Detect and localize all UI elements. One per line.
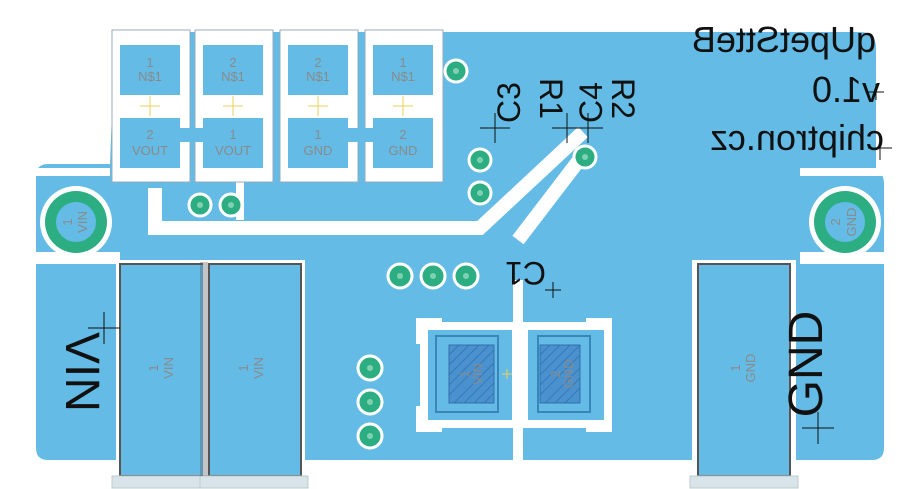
smd-right-net: GND — [561, 360, 576, 389]
smd-capacitor-c1: 1 VIN 2 GND — [416, 318, 612, 432]
pad-top-4-net: N$1 — [391, 69, 415, 84]
hole-left-pin: 1 — [60, 218, 75, 225]
big-pad-gnd-net: GND — [743, 354, 758, 383]
pad-bottom-2-pin: 1 — [229, 127, 236, 142]
pad-top-3-pin: 2 — [314, 55, 321, 70]
through-hole-right: 2 GND — [809, 186, 881, 258]
origin-markers — [88, 84, 892, 444]
pad-top-2 — [203, 45, 263, 95]
hole-right-net: GND — [844, 208, 859, 237]
pad-bottom-2 — [203, 118, 263, 168]
designators: C3 R1 C4 R2 C1 — [491, 78, 641, 291]
hole-right-pin: 2 — [828, 218, 843, 225]
big-pad-vin-a: 1 VIN — [111, 260, 217, 489]
big-pad-vin-a-pin: 1 — [146, 364, 161, 371]
pad-bottom-3-pin: 1 — [314, 127, 321, 142]
big-pad-gnd: 1 GND — [689, 260, 799, 489]
pad-bottom-3 — [288, 118, 348, 168]
pad-bottom-4 — [373, 118, 433, 168]
pad-bottom-4-net: GND — [389, 143, 418, 158]
pad-top-1-net: N$1 — [138, 69, 162, 84]
edge-label-gnd: GND — [780, 311, 833, 418]
pad-bottom-2-net: VOUT — [215, 143, 251, 158]
big-pad-vin-b-pin: 1 — [236, 364, 251, 371]
board-version: v1.0 — [812, 69, 880, 110]
pad-top-3-net: N$1 — [306, 69, 330, 84]
big-pad-vin-b-net: VIN — [251, 357, 266, 379]
smd-right-pin: 2 — [548, 370, 563, 377]
edge-label-vin: VIN — [55, 332, 108, 412]
designator-c4: C4 — [573, 82, 609, 123]
big-pad-vin-a-net: VIN — [161, 357, 176, 379]
pad-top-3 — [288, 45, 348, 95]
pad-bottom-3-net: GND — [304, 143, 333, 158]
pad-bottom-1-pin: 2 — [146, 127, 153, 142]
pad-bottom-1 — [120, 118, 180, 168]
board-title: qUpetStteB — [692, 19, 876, 60]
pad-bottom-4-pin: 2 — [399, 127, 406, 142]
pad-top-1 — [120, 45, 180, 95]
pad-top-2-net: N$1 — [221, 69, 245, 84]
designator-c3: C3 — [491, 82, 527, 123]
hole-left-net: VIN — [75, 211, 90, 233]
smd-left-net: VIN — [470, 363, 485, 385]
big-pad-vin-b: 1 VIN — [199, 260, 309, 489]
board-info: qUpetStteB v1.0 chiptron.cz — [692, 19, 884, 158]
connector-pads-top: 1 N$1 2 N$1 2 N$1 1 N$1 2 VOUT 1 VOUT 1 … — [111, 29, 444, 183]
smd-left-pin: 1 — [457, 370, 472, 377]
pad-top-1-pin: 1 — [146, 55, 153, 70]
big-pad-gnd-pin: 1 — [728, 364, 743, 371]
designator-c1: C1 — [505, 255, 546, 291]
pad-top-4-pin: 1 — [399, 55, 406, 70]
pad-top-4 — [373, 45, 433, 95]
pad-bottom-1-net: VOUT — [132, 143, 168, 158]
pad-top-2-pin: 2 — [229, 55, 236, 70]
designator-r2: R2 — [605, 78, 641, 119]
board-site: chiptron.cz — [710, 117, 884, 158]
designator-r1: R1 — [533, 78, 569, 119]
through-hole-left: 1 VIN — [40, 186, 112, 258]
